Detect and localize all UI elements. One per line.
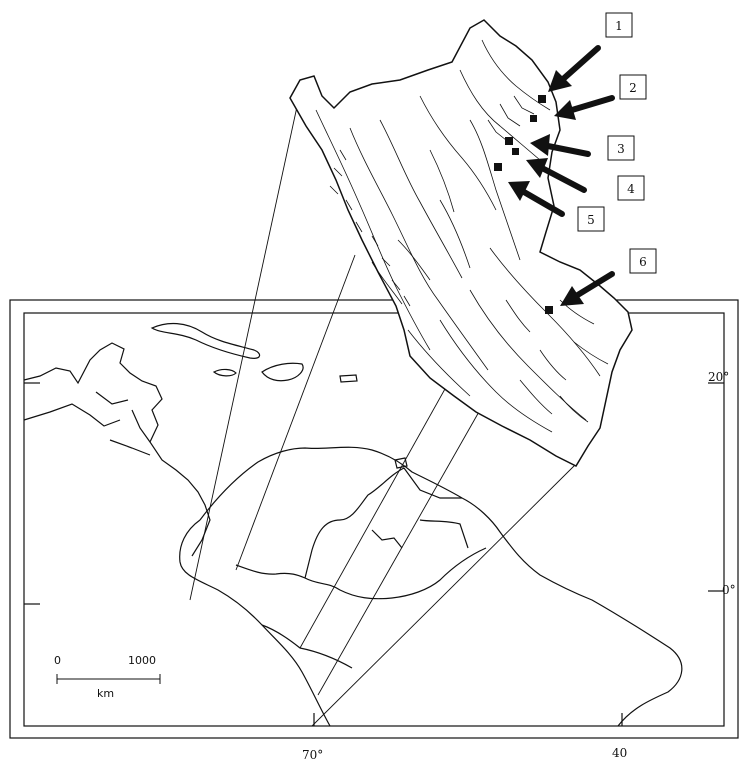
hispaniola [261,362,304,382]
label-1: 1 [615,19,623,33]
lat-label-20: 20° [708,370,729,384]
label-4: 4 [627,182,635,196]
scale-end: 1000 [128,654,156,667]
site-marker-6 [545,306,553,314]
label-box-3 [607,135,635,161]
lon-label-40: 40 [612,746,627,760]
label-6: 6 [639,255,647,269]
scale-start: 0 [54,654,61,667]
arrow-4 [539,165,587,193]
cuba [150,322,261,359]
map-frame-inner [23,312,725,727]
overview-map [9,299,739,739]
arrow-6 [573,271,615,299]
label-box-1 [605,12,633,38]
mexico-inner-borders [23,391,151,456]
puerto-rico [339,374,358,383]
south-america-outline [179,446,683,727]
label-box-2 [619,74,647,100]
enlarged-region [289,19,633,467]
label-box-5 [577,206,605,232]
scale-bar: 0 1000 km [54,654,161,700]
jamaica [212,368,237,377]
label-2: 2 [629,81,637,95]
arrow-5 [521,189,565,217]
central-america-outline [23,342,211,557]
arrow-3 [545,143,591,157]
label-5: 5 [587,213,595,227]
trinidad [394,457,408,469]
site-marker-1 [538,95,546,103]
site-marker-2 [530,115,537,122]
site-marker-5 [494,163,502,171]
site-marker-4 [512,148,519,155]
lon-label-70: 70° [302,748,323,762]
connector-lines [189,101,576,727]
arrow-1 [559,45,601,83]
sa-borders [235,467,487,669]
site-marker-3 [505,137,513,145]
label-boxes [577,12,657,274]
arrow-2 [569,95,615,113]
map-frame-outer [9,299,739,739]
scale-unit: km [97,687,114,700]
site-markers [494,95,553,314]
lat-label-0: 0° [722,583,736,597]
arrows [508,45,615,306]
label-3: 3 [617,142,625,156]
label-texts: 1 2 3 4 5 6 [587,19,647,269]
coordinate-labels: 20° 0° 70° 40 [302,370,736,762]
label-box-6 [629,248,657,274]
label-box-4 [617,175,645,201]
